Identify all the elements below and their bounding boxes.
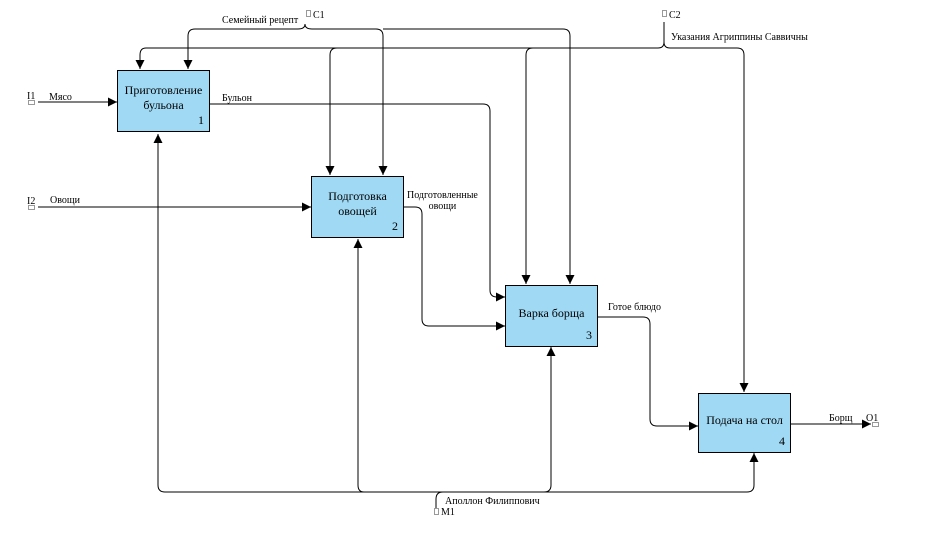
activity-box-3[interactable]: Варка борща 3 [505, 285, 598, 347]
arrow-m1-stem [435, 491, 444, 508]
arrow-prepared-veg [404, 206, 505, 331]
code-m1: M1 [441, 507, 455, 518]
arrow-m1-to-box4 [544, 453, 759, 493]
label-broth: Бульон [222, 93, 252, 104]
label-ready-dish: Готое блюдо [608, 302, 661, 313]
activity-box-1[interactable]: Приготовление бульона 1 [117, 70, 210, 132]
activity-number: 4 [779, 434, 785, 448]
activity-title: Подача на стол [706, 412, 783, 427]
tunnel-m1 [434, 508, 439, 515]
arrow-c1-to-box1 [183, 23, 306, 69]
arrow-c2-stem [135, 22, 665, 69]
label-prepared-veg: Подготовленные овощи [407, 190, 478, 212]
arrow-ready-dish [597, 316, 698, 431]
arrow-c2-to-box2 [325, 47, 338, 175]
label-c1-family-recipe: Семейный рецепт [222, 15, 299, 26]
tunnel-c2 [662, 10, 667, 17]
label-m1-apollon: Аполлон Филиппович [445, 496, 540, 507]
activity-title: Приготовление бульона [124, 83, 203, 112]
tunnel-i2 [28, 205, 35, 210]
label-i2-vegetables: Овощи [50, 195, 80, 206]
tunnel-c1 [306, 10, 311, 17]
arrow-c1-to-box3 [383, 28, 575, 284]
code-i1: I1 [27, 91, 36, 102]
arrow-c2-to-box3 [521, 47, 534, 284]
tunnel-o1 [872, 422, 879, 427]
activity-number: 3 [586, 328, 592, 342]
code-c2: C2 [669, 10, 681, 21]
arrow-c2-to-box4 [663, 41, 749, 392]
activity-title: Подготовка овощей [328, 189, 387, 218]
arrow-m1-to-box2 [353, 239, 365, 493]
activity-box-2[interactable]: Подготовка овощей 2 [311, 176, 404, 238]
arrow-broth [209, 103, 505, 302]
arrow-m1-to-box3 [436, 347, 556, 493]
arrow-c1-to-box2 [304, 23, 388, 175]
activity-box-4[interactable]: Подача на стол 4 [698, 393, 791, 453]
activity-number: 2 [392, 219, 398, 233]
arrow-m1-to-box1 [153, 134, 436, 493]
code-i2: I2 [27, 196, 36, 207]
label-o1-borsch: Борщ [829, 413, 853, 424]
tunnel-i1 [28, 100, 35, 105]
label-i1-meat: Мясо [49, 92, 72, 103]
code-o1: O1 [866, 413, 879, 424]
code-c1: C1 [313, 10, 325, 21]
activity-number: 1 [198, 113, 204, 127]
activity-title: Варка борща [518, 305, 585, 320]
label-c2-instructions: Указания Агриппины Саввичны [671, 32, 808, 43]
